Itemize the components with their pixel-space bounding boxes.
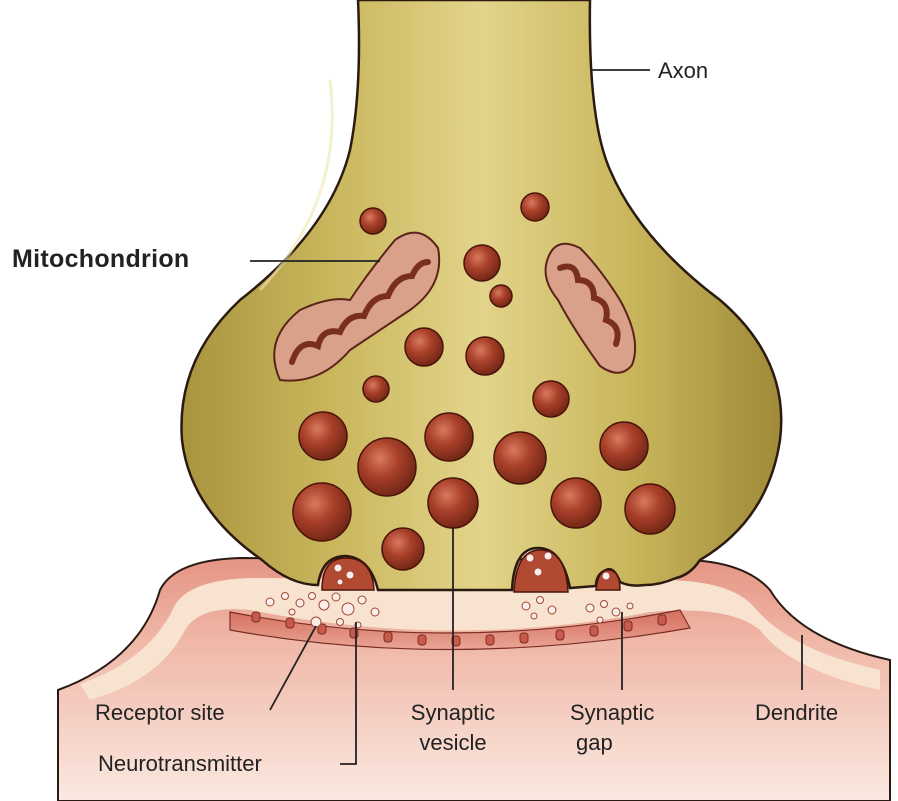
synaptic-vesicle-label-line1: Synaptic — [390, 698, 516, 728]
axon-terminal — [181, 0, 781, 590]
axon-label: Axon — [658, 56, 708, 86]
synaptic-vesicle-label-line2: vesicle — [390, 728, 516, 758]
synaptic-gap-label-line2: gap — [576, 728, 613, 758]
mitochondrion-label: Mitochondrion — [12, 244, 189, 274]
receptor-site-label: Receptor site — [95, 698, 225, 728]
neurotransmitter-label: Neurotransmitter — [98, 749, 262, 779]
synaptic-gap-label-line1: Synaptic — [570, 698, 654, 728]
dendrite-label: Dendrite — [755, 698, 838, 728]
